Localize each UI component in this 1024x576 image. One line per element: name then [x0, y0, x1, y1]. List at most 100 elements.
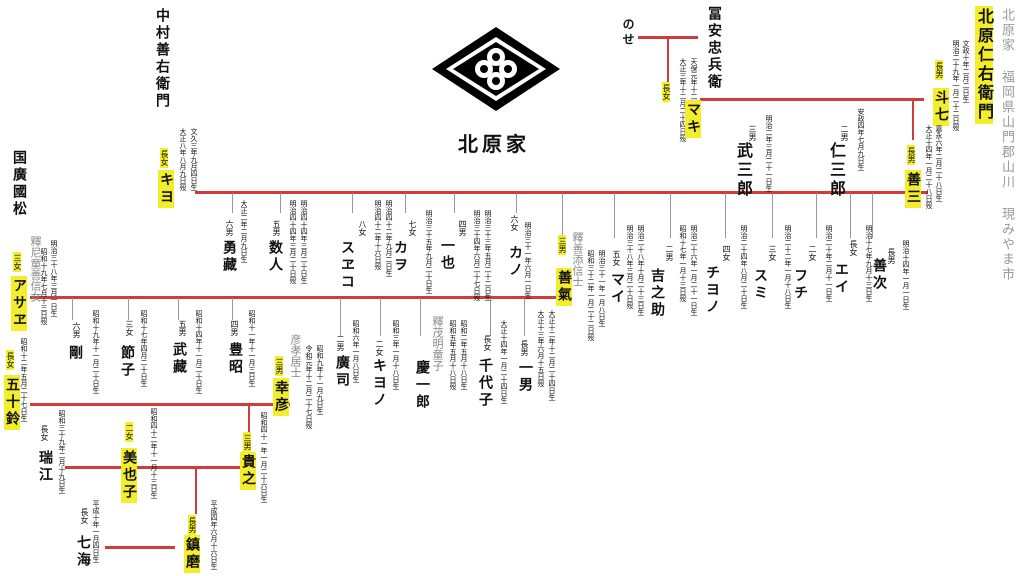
- person-dates: 平成四年六月十六日生: [210, 500, 218, 570]
- family-crest-icon: [432, 27, 560, 111]
- person-dates: 平成十年一月四日生: [92, 500, 100, 563]
- person-name-kawo: カヲ: [392, 240, 408, 274]
- person-name-mizue: 瑞江: [37, 450, 53, 484]
- person-dates: 明治二十年二月十一日生: [825, 225, 833, 302]
- person-relation: 二女: [125, 422, 134, 442]
- person-dates: 大正三年十二月二十四日歿: [679, 58, 687, 142]
- person-name-toyoaki: 豊昭: [227, 342, 243, 376]
- person-name-tomiyasu: 冨安忠兵衛: [706, 6, 722, 91]
- person-name-ichio: 一男: [517, 360, 533, 394]
- person-name-nose: のせ: [621, 18, 635, 48]
- person-name-mai: マイ: [609, 272, 625, 306]
- person-name-kichinosuke: 吉之助: [649, 268, 665, 319]
- person-name-zenki: 善氣: [556, 268, 572, 306]
- connector: [405, 193, 406, 213]
- person-dates: 明治四十二年十六日歿: [374, 200, 382, 270]
- connector: [816, 193, 817, 238]
- person-relation: 長女: [40, 425, 49, 441]
- person-relation: 三女: [13, 252, 22, 272]
- person-dates: 大正八年八月九日歿: [179, 128, 187, 191]
- person-name-kokumatsu: 国廣國松: [11, 150, 27, 218]
- person-dates: 明治二十六年一月二十一日生: [690, 225, 698, 316]
- person-name-asae: アサヱ: [11, 276, 27, 331]
- person-dates: 明治二十九年一月二十二日歿: [952, 40, 960, 131]
- connector: [178, 298, 179, 320]
- person-dates: 明治三十一年一月八日生: [598, 250, 606, 327]
- line-zenzo-drop: [912, 100, 914, 140]
- person-posthumous-name: 釋茂明童子: [431, 316, 444, 371]
- connector: [516, 193, 517, 213]
- person-dates: 昭和四十二年十一月十三日生: [150, 408, 158, 499]
- person-dates: 昭和十七年一月十三日歿: [679, 225, 687, 302]
- person-relation: 六女: [510, 215, 519, 231]
- person-relation: 三男: [275, 356, 284, 376]
- person-name-takesaburo: 武三郎: [734, 142, 753, 199]
- person-name-maki: マキ: [685, 100, 701, 138]
- connector: [725, 193, 726, 238]
- person-name-sumi: スミ: [752, 268, 768, 302]
- person-name-sueko: スヱコ: [339, 240, 355, 291]
- connector: [72, 298, 73, 320]
- person-dates: 文政十年二月二日生: [962, 40, 970, 103]
- person-dates: 明治二十四年八月二十日生: [740, 225, 748, 309]
- person-dates: 明治三十四年六月二十七日歿: [473, 210, 481, 301]
- person-relation: 長女: [662, 82, 671, 102]
- person-relation: 五男: [272, 220, 281, 236]
- connector: [232, 193, 233, 213]
- person-relation: 二男: [336, 335, 345, 351]
- person-relation: 五女: [612, 250, 621, 266]
- person-dates: 令和元年十二月二十七日歿: [305, 345, 313, 429]
- connector: [614, 193, 615, 238]
- person-relation: 四女: [722, 245, 731, 261]
- person-relation: 三男: [243, 432, 252, 452]
- person-dates: 安政四年七月九日生: [857, 108, 865, 171]
- person-dates: 昭和十二年五月二十七日生: [20, 338, 28, 422]
- person-name-miyako: 美也子: [121, 448, 137, 503]
- person-relation: 二女: [808, 245, 817, 261]
- person-relation: 長女: [6, 350, 15, 370]
- generation2-line: [195, 191, 928, 194]
- person-dates: 明治四十四年三月二十日歿: [289, 200, 297, 284]
- connector: [352, 193, 353, 213]
- person-dates: 昭和三十二年一月二十二日歿: [587, 250, 595, 341]
- person-name-kano: カノ: [507, 245, 523, 279]
- person-name-toshichi: 斗七: [933, 88, 949, 126]
- generation5-line-left: [65, 466, 245, 469]
- person-dates: 明治三十八年三月二十日歿: [626, 225, 634, 309]
- family-address: 北原家 福岡県山門郡山川 現みやま市: [999, 8, 1014, 282]
- person-dates: 明治三十三年五月二十二日生: [484, 210, 492, 301]
- person-dates: 明治三十五年九月二十日生: [425, 210, 433, 294]
- person-dates: 大正十四年一月二十四日生: [500, 320, 508, 404]
- line-maki-drop: [667, 36, 669, 86]
- generation3-line: [30, 296, 570, 299]
- person-dates: 明治三十八年三月一日生: [50, 240, 58, 317]
- connector: [232, 298, 233, 320]
- person-dates: 明治三十一年六月一日生: [524, 222, 532, 299]
- person-name-fuchi: フチ: [792, 268, 808, 302]
- person-relation: 六男: [72, 322, 81, 338]
- person-relation: 長男: [935, 60, 944, 80]
- person-relation: 長女: [483, 335, 492, 351]
- person-dates: 昭和三年一月十八日生: [392, 320, 400, 390]
- person-dates: 明治二十二年一月十八日生: [784, 225, 792, 309]
- person-relation: 三男: [558, 235, 567, 255]
- person-name-chiyono: チヨノ: [704, 265, 720, 316]
- person-relation: 長女: [849, 240, 858, 256]
- person-name-jinemon: 北原仁右衛門: [975, 6, 994, 124]
- person-dates: 昭和十九年七月十三日歿: [40, 248, 48, 325]
- person-dates: 文久三年九月四日生: [190, 128, 198, 191]
- person-name-nanami: 七海: [75, 535, 91, 569]
- person-relation: 長男: [520, 340, 529, 356]
- person-name-keiichiro: 慶一郎: [414, 360, 430, 411]
- person-relation: 三女: [125, 320, 134, 336]
- person-posthumous-name: 釋善添信士: [571, 232, 584, 287]
- person-relation: 六男: [225, 220, 234, 236]
- person-name-jinzaburo: 仁三郎: [827, 142, 846, 199]
- person-posthumous-name: 釋尼童善信女: [29, 236, 42, 302]
- person-dates: 大正十三年六月十五日歿: [537, 310, 545, 387]
- person-relation: 長女: [160, 148, 169, 168]
- person-name-zenzo: 善三: [905, 170, 921, 208]
- connector: [562, 193, 563, 238]
- person-name-takezo: 武藏: [171, 342, 187, 376]
- person-dates: 昭和十九年十一月二十日生: [92, 310, 100, 394]
